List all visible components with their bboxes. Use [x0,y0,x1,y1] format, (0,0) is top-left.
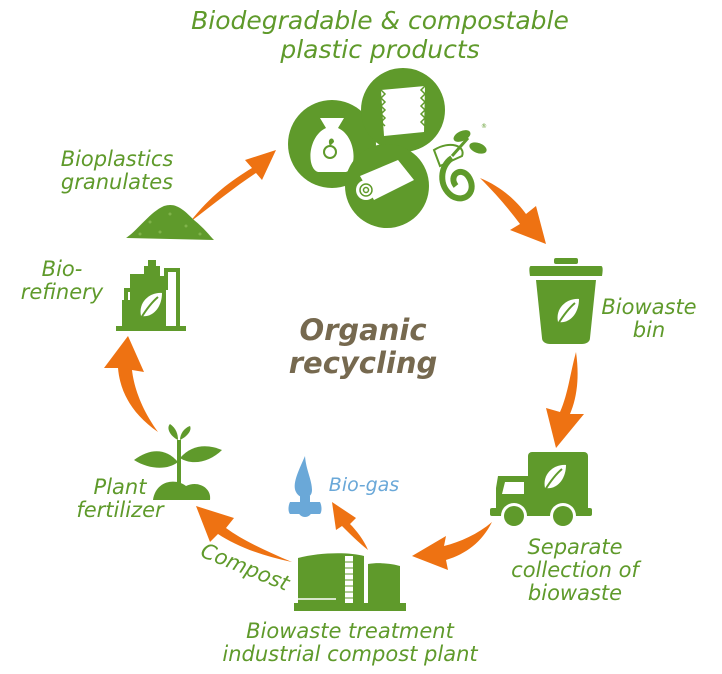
granulate-pile-icon [126,204,214,240]
packaging-film-icon [361,68,445,152]
label-line: refinery [20,280,104,304]
header-line-1: Biodegradable & compostable [191,6,569,35]
center-label: Organic recycling [268,314,458,380]
arrow-fertilizer-to-biorefinery [104,336,158,432]
header-line-2: plastic products [280,35,480,64]
seedling-logo-icon: ® [432,123,487,202]
label-line: bin [632,318,666,342]
gas-flame-icon [288,456,322,517]
seedling-icon [134,424,222,500]
bioplastic-products-icon: ® [288,68,487,228]
label-line: Biowaste [601,295,697,319]
arrow-granulates-to-products [190,150,276,222]
label-line: granulates [60,170,174,194]
truck-leaf-icon [490,452,592,529]
label-bioplastics-granulates: Bioplastics granulates [52,148,182,194]
arrow-truck-to-plant [412,522,492,570]
label-biowaste-bin: Biowaste bin [594,296,704,342]
center-line-1: Organic [299,313,427,347]
label-line: collection of [511,558,639,582]
label-line: Bioplastics [60,147,174,171]
arrow-plant-to-biogas [332,502,368,550]
center-line-2: recycling [288,346,438,380]
rolled-sheet-icon [345,144,429,228]
label-line: biowaste [527,581,623,605]
label-plant-fertilizer: Plant fertilizer [70,476,170,522]
factory-leaf-icon [116,260,186,331]
label-line: Plant [93,475,147,499]
label-separate-collection: Separate collection of biowaste [500,536,650,605]
label-biorefinery: Bio- refinery [12,258,112,304]
label-biogas: Bio-gas [328,474,400,496]
arrow-plant-to-fertilizer [196,506,292,562]
compost-plant-tanks-icon [294,553,406,611]
label-line: Separate [527,535,623,559]
header-title: Biodegradable & compostable plastic prod… [190,6,570,64]
trash-bin-leaf-icon [529,258,603,344]
label-line: industrial compost plant [222,642,478,666]
label-line: Biowaste treatment [246,619,454,643]
label-line: fertilizer [76,498,164,522]
arrow-bin-to-truck [546,352,584,448]
label-biowaste-treatment: Biowaste treatment industrial compost pl… [210,620,490,666]
arrow-products-to-bin [480,178,546,244]
svg-text:®: ® [481,123,487,130]
label-line: Bio- [41,257,83,281]
